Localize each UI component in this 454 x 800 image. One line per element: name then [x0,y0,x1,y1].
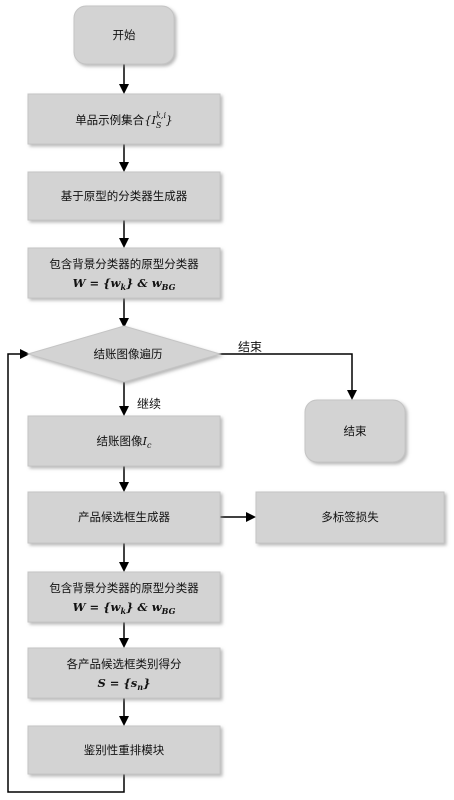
edge-decision-end [218,353,357,400]
scores-math-a: S = {s [97,676,137,690]
proto2-math-a: W = {w [73,600,122,614]
proto1-math-sub2: BG [161,282,176,292]
node-scores-line1: 各产品候选框类别得分 [67,657,182,671]
proto1-math-sub: k [120,282,126,292]
node-proto1-line2: W = {wk} & wBG [73,276,176,292]
scores-math-sub: n [137,682,143,692]
proto2-math-sub: k [120,606,126,616]
node-end: 结束 [304,399,406,463]
edge-rerank-loopback [7,349,125,793]
edge-label-continue: 继续 [137,397,161,411]
edges [7,64,357,793]
edge-label-end: 结束 [238,340,262,354]
node-rerank-module: 鉴别性重排模块 [27,725,221,775]
node-gen1-label: 基于原型的分类器生成器 [61,189,188,203]
proto1-math-a: W = {w [73,276,122,290]
checkout-math-sub: c [147,441,152,450]
node-proposal-generator: 产品候选框生成器 [27,491,221,544]
node-decision: 结账图像遍历 [26,325,222,383]
instances-math-sup: k,i [156,111,166,120]
node-scores-line2: S = {sn} [97,676,150,692]
node-proto2-line2: W = {wk} & wBG [73,600,176,616]
instances-text: 单品示例集合 [75,113,144,127]
node-start-label: 开始 [113,28,136,42]
node-start: 开始 [73,5,175,65]
node-checkout-label: 结账图像Ic [96,434,152,450]
node-proto1-line1: 包含背景分类器的原型分类器 [49,257,199,271]
node-checkout-image: 结账图像Ic [27,415,221,467]
scores-math-close: } [143,676,150,690]
checkout-math: I [141,434,147,448]
node-classifier-generator: 基于原型的分类器生成器 [27,171,221,221]
proto2-math-sub2: BG [161,606,176,616]
node-decision-label: 结账图像遍历 [94,347,163,361]
instances-math-close: } [165,113,172,127]
node-end-label: 结束 [344,424,367,438]
node-proto2-line1: 包含背景分类器的原型分类器 [49,581,199,595]
checkout-text: 结账图像 [96,434,142,448]
proto2-math-mid: } & w [126,600,163,614]
node-prototype-classifier-1: 包含背景分类器的原型分类器 W = {wk} & wBG [27,247,221,299]
node-rerank-label: 鉴别性重排模块 [84,743,165,757]
node-loss-label: 多标签损失 [321,510,379,524]
node-multilabel-loss: 多标签损失 [255,491,445,544]
node-proposal-label: 产品候选框生成器 [78,510,170,524]
node-proposal-scores: 各产品候选框类别得分 S = {sn} [27,647,221,699]
instances-math: {I [144,113,156,127]
instances-math-sub: S [156,121,162,130]
node-prototype-classifier-2: 包含背景分类器的原型分类器 W = {wk} & wBG [27,571,221,623]
proto1-math-mid: } & w [126,276,163,290]
